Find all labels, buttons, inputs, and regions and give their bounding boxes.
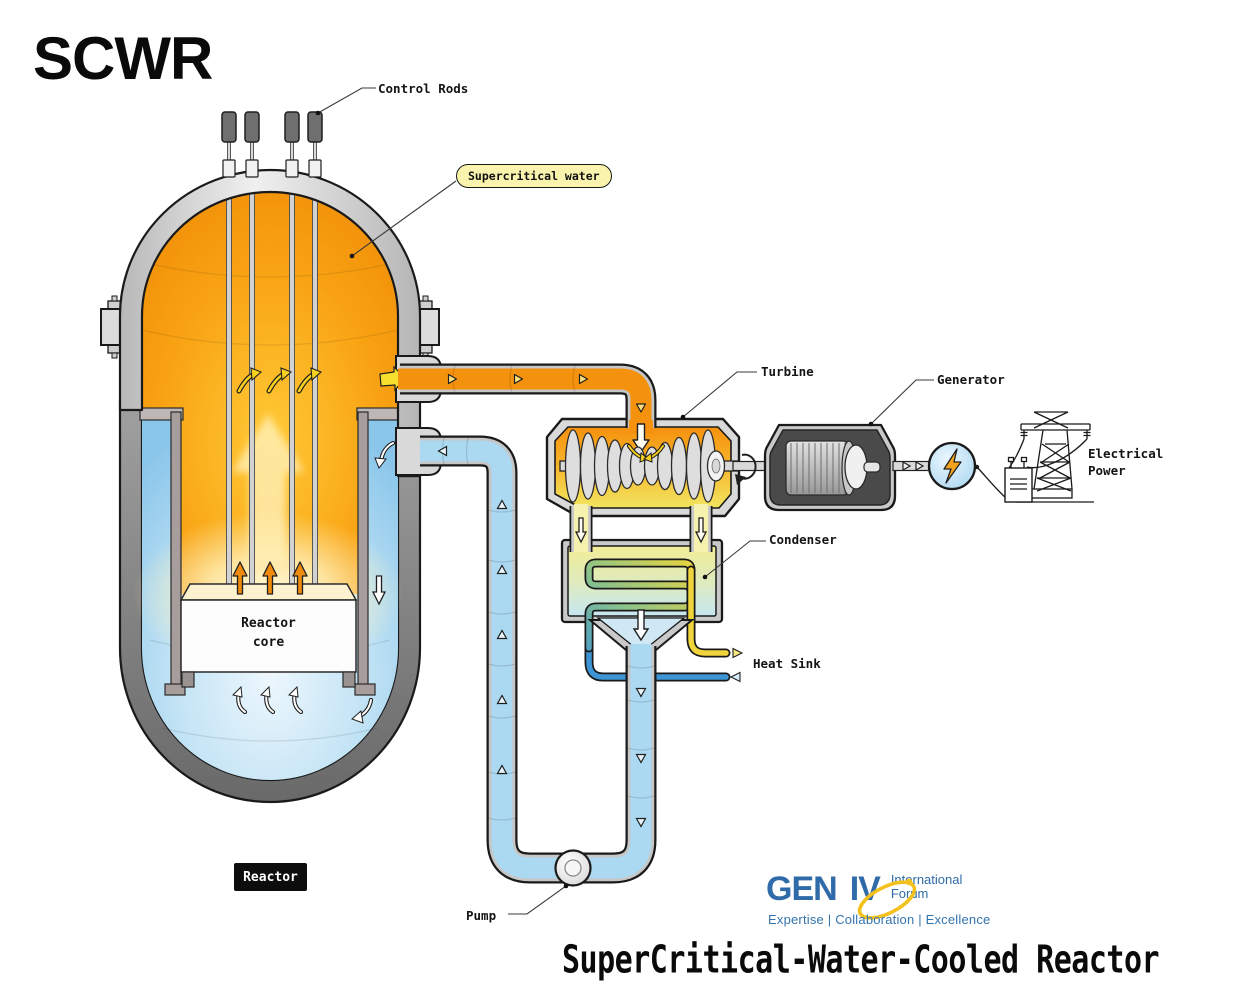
core-flow-arrows: [232, 365, 406, 724]
transformer-icon: [1004, 456, 1033, 503]
cold-loop-pipe: [420, 435, 657, 884]
downcomer-arrows: [371, 440, 396, 606]
generator: [732, 423, 930, 512]
condenser-label: Condenser: [769, 532, 837, 547]
lower-plenum-swirl-arrows: [232, 685, 374, 724]
electrical-power-line2: Power: [1088, 462, 1126, 478]
callout-leaders: [317, 87, 934, 915]
electrical-power-line1: Electrical: [1088, 446, 1164, 461]
steam-impulse-arrows: [627, 444, 665, 463]
shaft-rotation-arrow: [735, 453, 757, 485]
condenser-funnel: [587, 609, 695, 651]
control-rods: [221, 111, 323, 178]
supercritical-water-badge: Supercritical water: [456, 164, 612, 188]
electricity-circle: [927, 441, 980, 491]
page-title: SCWR: [33, 25, 213, 92]
power-grid: [976, 411, 1094, 503]
diagram-subtitle: SuperCritical-Water-Cooled Reactor: [562, 938, 1160, 983]
logo-iv-text: IV: [849, 870, 881, 908]
reactor-core-line2: core: [252, 635, 285, 650]
reactor-core-line1: Reactor: [241, 616, 296, 631]
pump-label: Pump: [466, 908, 497, 923]
reactor-tag: Reactor: [234, 863, 307, 891]
logo-org-line1: International: [890, 872, 963, 887]
heat-sink-arrows: [729, 647, 744, 683]
generator-label: Generator: [937, 372, 1005, 387]
reactor-core-label: Reactor core: [181, 614, 356, 652]
turbine-exhaust-pipes: [569, 504, 713, 552]
hot-leg-pipe: [398, 363, 657, 453]
turbine-rotor: [559, 429, 739, 503]
control-rods-label: Control Rods: [378, 81, 469, 96]
turbine-label: Turbine: [761, 364, 814, 379]
logo-org-name: International Forum: [891, 872, 963, 900]
logo-org-line2: Forum: [890, 885, 929, 901]
condenser-coil: [584, 558, 731, 682]
logo-tagline: Expertise | Collaboration | Excellence: [768, 912, 991, 927]
core-barrel: [139, 407, 401, 696]
reactor-vessel: [100, 111, 442, 804]
gen-iv-logo: GEN IV International Forum: [766, 870, 963, 920]
pump: [554, 849, 592, 887]
lightning-icon: [943, 448, 962, 484]
heat-sink-label: Heat Sink: [753, 656, 821, 671]
logo-gen-text: GEN: [766, 870, 838, 908]
cold-loop-arrows: [437, 445, 647, 828]
callout-dots: [315, 110, 874, 889]
electrical-power-label: Electrical Power: [1088, 446, 1163, 479]
